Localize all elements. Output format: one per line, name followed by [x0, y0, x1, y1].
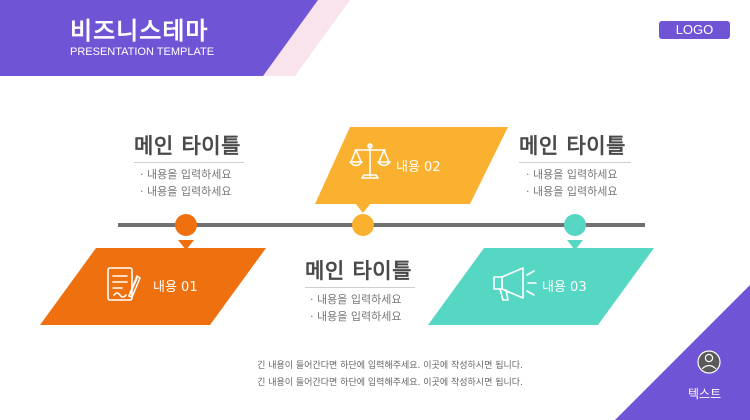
- item-3-label: 내용 03: [542, 280, 587, 295]
- note-line-1: 긴 내용이 들어간다면 하단에 입력해주세요. 이곳에 작성하시면 됩니다.: [257, 361, 523, 371]
- page-subtitle: PRESENTATION TEMPLATE: [70, 46, 215, 58]
- item-2-bullet-2: · 내용을 입력하세요: [310, 310, 402, 323]
- header-purple-band: [0, 0, 318, 76]
- marker-2-pointer: [355, 203, 371, 213]
- timeline-marker-1: [175, 214, 197, 236]
- person-icon: [697, 350, 721, 374]
- item-1-shape[interactable]: [40, 248, 266, 325]
- item-1-bullet-1: · 내용을 입력하세요: [140, 168, 232, 181]
- item-2-shape[interactable]: [315, 127, 508, 204]
- marker-1-pointer: [178, 240, 194, 250]
- item-3-shape[interactable]: [428, 248, 654, 325]
- scales-icon: [349, 143, 391, 179]
- megaphone-icon: [493, 267, 537, 301]
- timeline-marker-3: [564, 214, 586, 236]
- footer-label: 텍스트: [688, 387, 722, 401]
- item-3-divider: [519, 162, 631, 163]
- item-1-heading: 메인 타이틀: [134, 134, 241, 158]
- item-2-bullet-1: · 내용을 입력하세요: [310, 293, 402, 306]
- item-2-divider: [305, 287, 415, 288]
- page-title: 비즈니스테마: [70, 17, 209, 45]
- item-2-label: 내용 02: [396, 160, 441, 175]
- item-2-heading: 메인 타이틀: [305, 259, 412, 283]
- logo-badge: LOGO: [659, 21, 730, 39]
- marker-3-pointer: [567, 240, 583, 250]
- item-3-bullet-1: · 내용을 입력하세요: [526, 168, 618, 181]
- item-3-bullet-2: · 내용을 입력하세요: [526, 185, 618, 198]
- contract-icon: [107, 267, 141, 301]
- item-1-divider: [134, 162, 244, 163]
- item-3-heading: 메인 타이틀: [519, 134, 626, 158]
- note-line-2: 긴 내용이 들어간다면 하단에 입력해주세요. 이곳에 작성하시면 됩니다.: [257, 378, 523, 388]
- corner-purple-triangle: [615, 285, 750, 420]
- item-1-bullet-2: · 내용을 입력하세요: [140, 185, 232, 198]
- timeline-marker-2: [352, 214, 374, 236]
- item-1-label: 내용 01: [153, 280, 198, 295]
